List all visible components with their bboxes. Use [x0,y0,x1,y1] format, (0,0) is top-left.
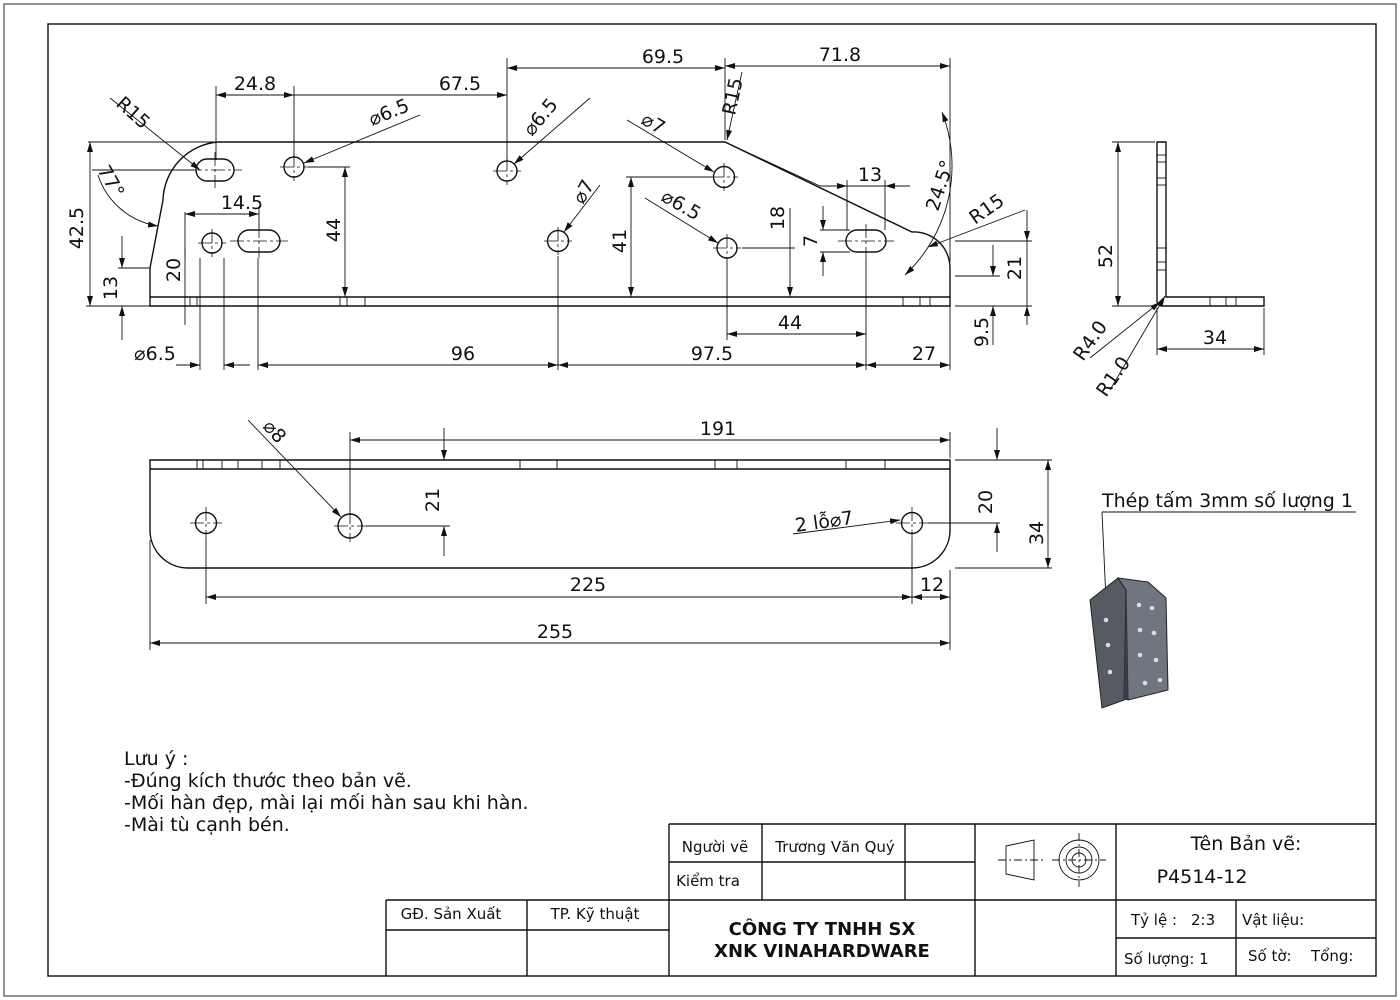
drawing-name-label: Tên Bản vẽ: [1190,833,1302,855]
drawn-by-name: Trương Văn Quý [774,838,895,856]
material-label: Thép tấm 3mm số lượng 1 [1101,490,1353,512]
technical-head-label: TP. Kỹ thuật [550,905,640,923]
top-view-outline [149,141,951,307]
outer-border [3,3,1397,997]
holes-top-view [198,153,741,262]
dim-42-5: 42.5 [66,207,88,249]
dim-dia65-b: ⌀6.5 [519,94,563,140]
drawing-frame [47,23,1377,977]
dim-96: 96 [451,343,475,365]
dim-97-5: 97.5 [691,343,733,365]
dim-12: 12 [920,574,944,596]
dim-r1: R1.0 [1092,353,1135,401]
dim-two-holes: 2 lỗ⌀7 [793,506,854,537]
isometric-view: Thép tấm 3mm số lượng 1 [1089,490,1356,709]
dim-24-8: 24.8 [234,73,276,95]
dim-21-right: 21 [1004,256,1026,280]
note-line-1: -Đúng kích thước theo bản vẽ. [124,770,412,792]
dim-18: 18 [767,206,789,230]
holes-front-view [190,507,928,542]
dim-14-5: 14.5 [221,192,263,214]
dim-7: 7 [800,235,822,247]
drawn-by-label: Người vẽ [682,838,748,856]
dim-67-5: 67.5 [439,73,481,95]
dim-dia7-b: ⌀7 [568,176,599,207]
production-director-label: GĐ. Sản Xuất [401,905,502,923]
dim-27: 27 [912,343,936,365]
dim-52: 52 [1095,244,1117,268]
front-ticks [196,460,886,469]
dim-dia65-a: ⌀6.5 [366,95,413,131]
dim-dia7-a: ⌀7 [638,108,669,139]
projection-symbol [998,833,1106,887]
dim-71-8: 71.8 [819,44,861,66]
dim-13-vertical: 13 [100,276,122,300]
quantity-label: Số lượng: 1 [1124,950,1209,968]
dim-255: 255 [537,621,573,643]
dim-dia8: ⌀8 [258,416,290,448]
side-view-profile [1156,141,1265,307]
top-view-dimension-lines [86,58,1032,370]
dim-44-vertical: 44 [323,218,345,242]
checked-label: Kiểm tra [676,872,740,890]
dim-angle-24-5: 24.5° [922,157,959,213]
dim-r4: R4.0 [1069,317,1112,365]
company-name-line-2: XNK VINAHARDWARE [714,941,930,962]
dim-r15-right: R15 [965,190,1008,229]
dim-13-horizontal: 13 [858,164,882,186]
notes: Lưu ý : -Đúng kích thước theo bản vẽ. -M… [124,748,529,836]
dim-34-side: 34 [1203,327,1227,349]
front-view: ⌀8 191 21 2 lỗ⌀7 20 34 225 12 255 [149,416,1052,650]
dim-dia65-d: ⌀6.5 [134,343,176,365]
dim-191: 191 [700,418,736,440]
bend-ticks [189,297,931,306]
dim-21-front: 21 [422,488,444,512]
note-line-3: -Mài tù cạnh bén. [124,814,290,836]
note-line-2: -Mối hàn đẹp, mài lại mối hàn sau khi hà… [124,792,529,814]
dim-41: 41 [609,229,631,253]
dim-69-5: 69.5 [642,46,684,68]
dim-9-5: 9.5 [971,317,993,347]
sheet-label: Số tờ: [1248,947,1292,965]
dim-dia65-c: ⌀6.5 [658,185,705,225]
dim-r15-left: R15 [112,92,155,133]
dim-20-front: 20 [975,490,997,514]
drawing-number: P4514-12 [1157,866,1248,888]
dim-angle-77: 77° [93,162,129,202]
total-label: Tổng: [1310,947,1353,965]
dim-34-front: 34 [1026,521,1048,545]
material-field-label: Vật liệu: [1242,911,1304,929]
dim-r15-mid: R15 [718,76,747,117]
side-view: 52 34 R4.0 R1.0 [1069,141,1265,401]
notes-title: Lưu ý : [124,748,188,770]
dim-20-left: 20 [163,258,185,282]
scale-value: 2:3 [1191,911,1215,929]
top-view: 24.8 67.5 69.5 71.8 R15 ⌀6.5 ⌀6.5 ⌀7 R15… [66,44,1032,370]
scale-label: Tỷ lệ : [1130,911,1177,929]
dim-44-horizontal: 44 [778,312,802,334]
title-block: Người vẽ Trương Văn Quý Kiểm tra GĐ. Sản… [385,823,1376,976]
company-name-line-1: CÔNG TY TNHH SX [729,918,916,940]
dim-225: 225 [570,574,606,596]
